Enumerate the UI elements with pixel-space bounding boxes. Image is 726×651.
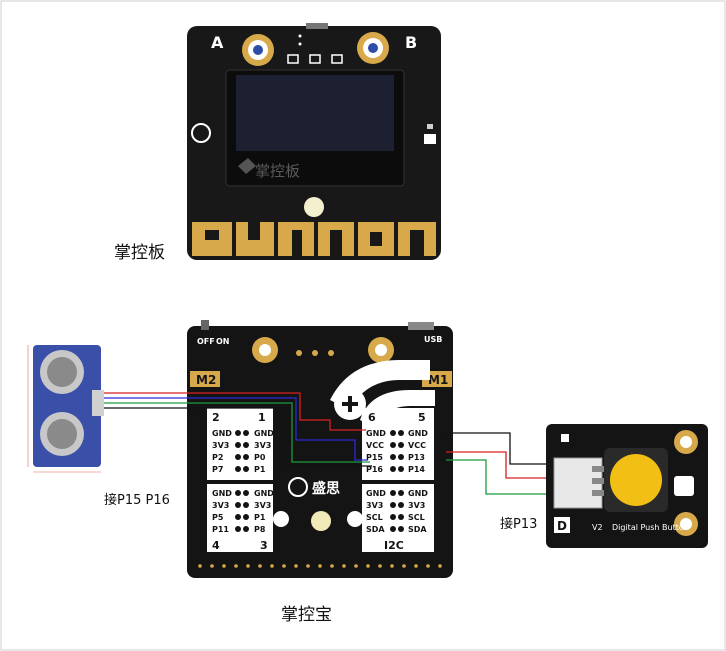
header-num-5: 5 bbox=[418, 411, 426, 424]
label-a: A bbox=[211, 33, 224, 52]
oled-watermark: 掌控板 bbox=[255, 162, 300, 180]
pin-label: VCC bbox=[366, 441, 384, 450]
i2c-label: I2C bbox=[384, 539, 404, 552]
push-button-module: D V2 Digital Push Button bbox=[546, 424, 708, 548]
pin-label: SDA bbox=[408, 525, 427, 534]
button-d-label: D bbox=[557, 519, 567, 533]
pin-label: GND bbox=[212, 429, 232, 438]
pin-label: 3V3 bbox=[254, 441, 271, 450]
pin-label: GND bbox=[408, 429, 428, 438]
header-num-1: 1 bbox=[258, 411, 266, 424]
pin-label: VCC bbox=[408, 441, 426, 450]
pin-label: GND bbox=[254, 489, 274, 498]
pin-label: P1 bbox=[254, 465, 266, 474]
mpython-board: A B 掌控板 bbox=[187, 23, 441, 260]
pin-label: 3V3 bbox=[212, 501, 229, 510]
m1-label: M1 bbox=[428, 373, 448, 387]
pin-label: P2 bbox=[212, 453, 223, 462]
shield-caption: 掌控宝 bbox=[281, 605, 332, 625]
sensor-caption: 接P15 P16 bbox=[104, 493, 170, 508]
button-caption: 接P13 bbox=[500, 517, 538, 532]
header-num-2: 2 bbox=[212, 411, 220, 424]
button-b-pad bbox=[357, 32, 389, 64]
usb-label: USB bbox=[424, 335, 442, 344]
python-gold-edge bbox=[192, 222, 436, 256]
pin-label: GND bbox=[212, 489, 232, 498]
header-6-5 bbox=[362, 408, 434, 480]
button-wires bbox=[446, 432, 552, 495]
pin-label: 3V3 bbox=[212, 441, 229, 450]
pin-label: 3V3 bbox=[408, 501, 425, 510]
m2-label: M2 bbox=[196, 373, 216, 387]
pin-label: P11 bbox=[212, 525, 229, 534]
pin-label: P1 bbox=[254, 513, 266, 522]
yellow-button-cap bbox=[610, 454, 662, 506]
label-b: B bbox=[405, 33, 417, 52]
pin-label: P13 bbox=[408, 453, 425, 462]
off-label: OFF bbox=[197, 337, 215, 346]
pin-label: P5 bbox=[212, 513, 224, 522]
pin-label: P8 bbox=[254, 525, 266, 534]
button-a-pad bbox=[242, 34, 274, 66]
shield-logo-text: 盛思 bbox=[312, 480, 340, 497]
button-name: Digital Push Button bbox=[612, 523, 689, 532]
pin-label: 3V3 bbox=[366, 501, 383, 510]
board-caption: 掌控板 bbox=[114, 243, 165, 263]
pin-label: 3V3 bbox=[254, 501, 271, 510]
header-num-3: 3 bbox=[260, 539, 268, 552]
light-sensor bbox=[304, 197, 324, 217]
header-num-6: 6 bbox=[368, 411, 376, 424]
pin-label: GND bbox=[408, 489, 428, 498]
pin-label: P15 bbox=[366, 453, 383, 462]
header-num-4: 4 bbox=[212, 539, 220, 552]
pin-label: P7 bbox=[212, 465, 223, 474]
pin-label: GND bbox=[366, 489, 386, 498]
ultrasonic-sensor bbox=[27, 345, 104, 473]
mpython-shield: OFF ON USB M2 M1 2 1 4 3 6 5 I2C bbox=[187, 320, 453, 578]
button-model: V2 bbox=[592, 523, 603, 532]
sensor-wires bbox=[104, 392, 372, 467]
pin-label: P14 bbox=[408, 465, 425, 474]
pin-label: SCL bbox=[408, 513, 425, 522]
pin-label: SDA bbox=[366, 525, 385, 534]
header-i2c bbox=[362, 484, 434, 552]
pin-label: GND bbox=[254, 429, 274, 438]
pin-label: P16 bbox=[366, 465, 383, 474]
pin-label: GND bbox=[366, 429, 386, 438]
oled-screen bbox=[236, 75, 394, 151]
left-hole bbox=[191, 123, 211, 143]
pin-label: P0 bbox=[254, 453, 266, 462]
on-label: ON bbox=[216, 337, 230, 346]
pin-label: SCL bbox=[366, 513, 383, 522]
